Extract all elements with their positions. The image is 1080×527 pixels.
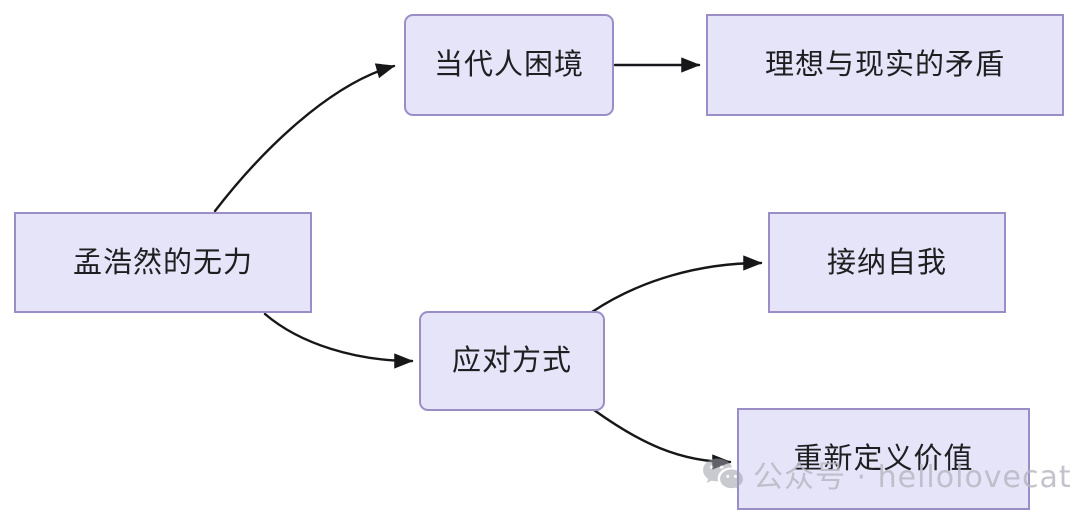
node-root[interactable]: 孟浩然的无力	[14, 212, 312, 313]
node-accept-self-label: 接纳自我	[826, 244, 947, 279]
node-accept-self[interactable]: 接纳自我	[768, 212, 1006, 313]
edge-coping-to-redefine-value	[592, 408, 732, 470]
node-contradiction[interactable]: 理想与现实的矛盾	[706, 14, 1064, 116]
edge-root-to-dilemma	[213, 63, 396, 213]
node-redefine-value-label: 重新定义价值	[793, 441, 974, 476]
edge-coping-to-accept-self	[590, 255, 763, 314]
node-coping-label: 应对方式	[451, 343, 572, 378]
node-dilemma[interactable]: 当代人困境	[404, 14, 614, 116]
node-coping[interactable]: 应对方式	[419, 311, 605, 411]
edge-root-to-coping	[263, 312, 414, 369]
node-redefine-value[interactable]: 重新定义价值	[737, 408, 1030, 510]
node-root-label: 孟浩然的无力	[72, 244, 253, 279]
node-contradiction-label: 理想与现实的矛盾	[764, 47, 1005, 82]
node-dilemma-label: 当代人困境	[433, 47, 584, 82]
